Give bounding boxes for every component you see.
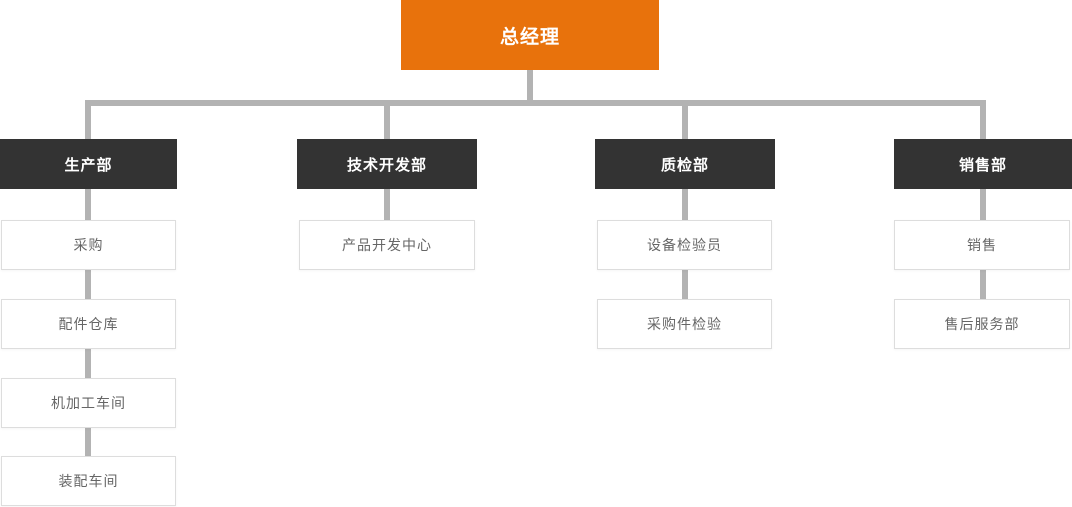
org-node-purchasing[interactable]: 采购: [1, 220, 176, 270]
org-node-sales-dept[interactable]: 销售部: [894, 139, 1072, 189]
org-node-label: 采购件检验: [647, 316, 722, 332]
org-node-purchased-parts-inspection[interactable]: 采购件检验: [597, 299, 772, 349]
org-node-label: 采购: [73, 237, 104, 253]
org-node-label: 技术开发部: [346, 156, 427, 174]
org-node-product-dev-center[interactable]: 产品开发中心: [299, 220, 475, 270]
connector-drop-sales: [980, 100, 986, 139]
org-node-label: 设备检验员: [647, 237, 722, 253]
org-node-equipment-inspector[interactable]: 设备检验员: [597, 220, 772, 270]
org-node-label: 总经理: [499, 26, 560, 48]
connector-stub: [85, 427, 91, 456]
org-node-quality-dept[interactable]: 质检部: [595, 139, 775, 189]
org-node-label: 装配车间: [58, 473, 119, 489]
org-node-after-sales-service[interactable]: 售后服务部: [894, 299, 1070, 349]
connector-stub: [384, 189, 390, 220]
org-node-label: 生产部: [64, 156, 113, 174]
org-node-label: 产品开发中心: [342, 237, 432, 253]
connector-drop-production: [85, 100, 91, 139]
org-node-tech-dev-dept[interactable]: 技术开发部: [297, 139, 477, 189]
connector-stub: [85, 348, 91, 378]
org-node-parts-warehouse[interactable]: 配件仓库: [1, 299, 176, 349]
connector-stub: [682, 189, 688, 220]
connector-drop-tech-dev: [384, 100, 390, 139]
org-node-label: 质检部: [660, 156, 709, 174]
connector-root-drop: [527, 70, 533, 101]
org-node-sales[interactable]: 销售: [894, 220, 1070, 270]
connector-stub: [85, 189, 91, 220]
org-node-label: 机加工车间: [51, 395, 126, 411]
org-node-label: 售后服务部: [944, 316, 1020, 332]
org-node-machining-workshop[interactable]: 机加工车间: [1, 378, 176, 428]
connector-drop-quality: [682, 100, 688, 139]
org-node-general-manager[interactable]: 总经理: [401, 0, 659, 70]
org-node-assembly-workshop[interactable]: 装配车间: [1, 456, 176, 506]
org-node-label: 销售: [967, 237, 997, 253]
org-node-label: 销售部: [958, 156, 1007, 174]
connector-main-horizontal: [85, 100, 986, 106]
org-node-label: 配件仓库: [58, 316, 119, 332]
connector-stub: [980, 189, 986, 220]
connector-stub: [682, 269, 688, 299]
connector-stub: [980, 269, 986, 299]
connector-stub: [85, 269, 91, 299]
org-node-production-dept[interactable]: 生产部: [0, 139, 177, 189]
